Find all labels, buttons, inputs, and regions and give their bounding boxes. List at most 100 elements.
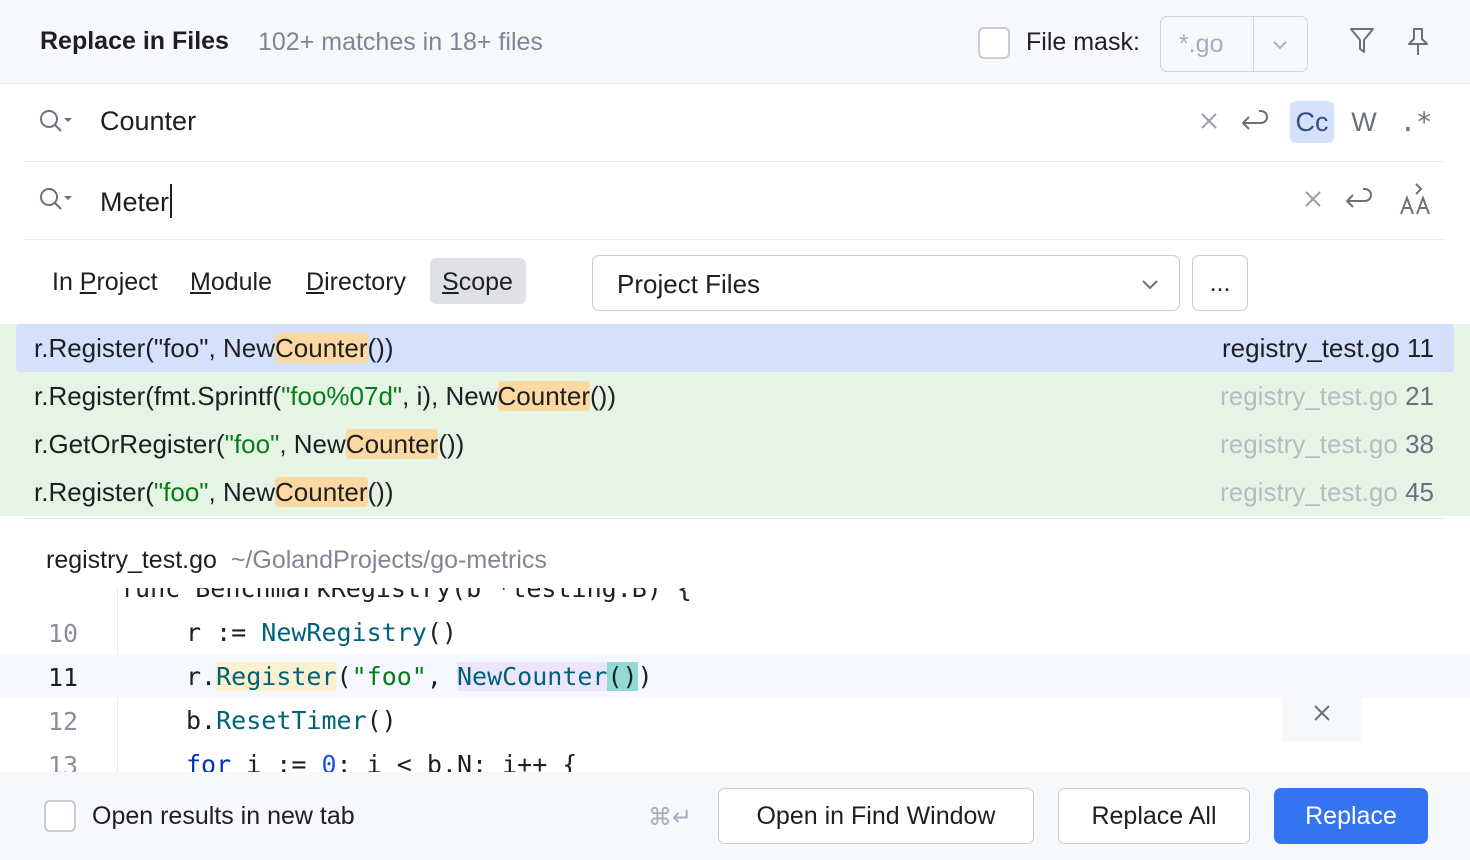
match-highlight: Counter: [497, 381, 591, 411]
close-icon[interactable]: [1282, 684, 1362, 742]
result-code: r.Register("foo", NewCounter()): [34, 477, 393, 508]
newline-icon[interactable]: [1340, 182, 1374, 216]
code-function: NewCounter: [456, 662, 608, 691]
filter-icon[interactable]: [1348, 26, 1376, 61]
code-partial-text: func BenchmarkRegistry(b *testing.B) {: [120, 588, 692, 603]
code-text: ()): [367, 477, 394, 507]
result-location: registry_test.go 11: [1222, 333, 1434, 364]
clear-icon[interactable]: [1300, 186, 1326, 212]
code-text: ()): [438, 429, 465, 459]
results-list[interactable]: r.Register("foo", NewCounter()) registry…: [0, 324, 1470, 516]
code-text: r := NewRegistry(): [186, 618, 457, 647]
tab-mnemonic: S: [442, 268, 459, 296]
result-line: 38: [1405, 429, 1434, 459]
code-string: "foo": [153, 477, 209, 507]
result-row[interactable]: r.Register("foo", NewCounter()) registry…: [16, 324, 1454, 372]
code-text: , New: [208, 477, 275, 507]
file-mask-combo[interactable]: *.go: [1160, 16, 1308, 72]
regex-toggle[interactable]: .*: [1399, 106, 1433, 138]
tab-label: In: [52, 268, 80, 296]
code-token: ,: [426, 662, 457, 691]
code-token: (): [366, 706, 397, 735]
words-toggle[interactable]: W: [1351, 106, 1377, 137]
line-number: 12: [48, 707, 79, 736]
chevron-down-icon: [1139, 273, 1161, 300]
code-token: ; i < b.N; i++ {: [336, 750, 578, 772]
tab-mnemonic: P: [79, 268, 97, 296]
scope-bar: In Project Module Directory Scope Projec…: [24, 240, 1446, 324]
tab-directory[interactable]: Directory: [294, 258, 418, 304]
open-in-find-window-button[interactable]: Open in Find Window: [718, 788, 1034, 844]
open-new-tab-label: Open results in new tab: [92, 802, 355, 830]
code-text: , New: [208, 333, 275, 363]
code-string: "foo": [153, 333, 209, 363]
line-number: 13: [48, 751, 79, 772]
code-preview[interactable]: func BenchmarkRegistry(b *testing.B) { 1…: [0, 588, 1470, 772]
dialog-title: Replace in Files: [40, 27, 229, 55]
replace-all-button[interactable]: Replace All: [1058, 788, 1250, 844]
result-location: registry_test.go 21: [1220, 381, 1434, 412]
preserve-case-icon[interactable]: [1396, 182, 1436, 218]
code-text: for i := 0; i < b.N; i++ {: [186, 750, 577, 772]
tab-label: cope: [458, 268, 513, 296]
code-text: r.Register(: [34, 477, 154, 507]
code-token: (: [336, 662, 352, 691]
replace-value: Meter: [100, 187, 170, 217]
scope-dropdown-value: Project Files: [617, 269, 761, 299]
find-row: Counter Cc W .*: [24, 84, 1446, 162]
file-mask-value: *.go: [1179, 30, 1224, 58]
result-row[interactable]: r.Register("foo", NewCounter()) registry…: [16, 468, 1454, 516]
code-text: , i), New: [402, 381, 498, 411]
match-summary: 102+ matches in 18+ files: [258, 28, 543, 56]
code-line-current: 11 r.Register("foo", NewCounter()): [0, 654, 1470, 698]
code-number: 0: [321, 750, 337, 772]
code-string: "foo": [351, 662, 427, 691]
match-highlight: Counter: [275, 333, 368, 363]
result-line: 45: [1405, 477, 1434, 507]
tab-scope[interactable]: Scope: [430, 258, 526, 304]
code-line: 12 b.ResetTimer(): [0, 698, 1470, 742]
code-token: ): [637, 662, 653, 691]
line-number: 11: [48, 663, 79, 692]
result-line: 11: [1407, 333, 1434, 363]
code-text: r.Register("foo", NewCounter()): [186, 662, 653, 691]
preview-header: registry_test.go ~/GolandProjects/go-met…: [46, 546, 547, 575]
dialog-footer: Open results in new tab ⌘↵ Open in Find …: [0, 772, 1470, 860]
newline-icon[interactable]: [1236, 104, 1270, 138]
preview-path: ~/GolandProjects/go-metrics: [230, 546, 547, 574]
code-line: 10 r := NewRegistry(): [0, 610, 1470, 654]
code-string: "foo": [224, 429, 280, 459]
search-icon[interactable]: [38, 186, 74, 221]
code-text: b.ResetTimer(): [186, 706, 397, 735]
result-row[interactable]: r.GetOrRegister("foo", NewCounter()) reg…: [16, 420, 1454, 468]
tab-module[interactable]: Module: [178, 258, 284, 304]
tab-in-project[interactable]: In Project: [40, 258, 170, 304]
match-case-toggle[interactable]: Cc: [1290, 101, 1334, 143]
code-line-partial: func BenchmarkRegistry(b *testing.B) {: [0, 588, 1470, 610]
result-row[interactable]: r.Register(fmt.Sprintf("foo%07d", i), Ne…: [16, 372, 1454, 420]
chevron-down-icon[interactable]: [1269, 34, 1291, 61]
match-highlight: Counter: [275, 477, 368, 507]
search-icon[interactable]: [38, 108, 74, 143]
pin-icon[interactable]: [1404, 26, 1432, 63]
clear-icon[interactable]: [1196, 108, 1222, 134]
result-code: r.GetOrRegister("foo", NewCounter()): [34, 429, 464, 460]
replace-button[interactable]: Replace: [1274, 788, 1428, 844]
tab-label: odule: [210, 268, 272, 296]
result-line: 21: [1405, 381, 1434, 411]
code-text: ()): [367, 333, 394, 363]
brace-match: (): [607, 662, 638, 691]
code-function: NewRegistry: [261, 618, 427, 647]
code-token: r.: [186, 662, 217, 691]
open-new-tab-checkbox[interactable]: [44, 800, 76, 832]
preview-divider: [24, 518, 1446, 519]
replace-input[interactable]: Meter: [100, 184, 173, 218]
file-mask-label: File mask:: [1026, 28, 1140, 56]
tab-label: roject: [96, 268, 158, 296]
scope-more-button[interactable]: ...: [1192, 255, 1248, 311]
scope-dropdown[interactable]: Project Files: [592, 255, 1180, 311]
code-text: r.GetOrRegister(: [34, 429, 225, 459]
file-mask-checkbox[interactable]: [978, 27, 1010, 59]
find-input[interactable]: Counter: [100, 106, 197, 136]
code-string: "foo%07d": [281, 381, 403, 411]
